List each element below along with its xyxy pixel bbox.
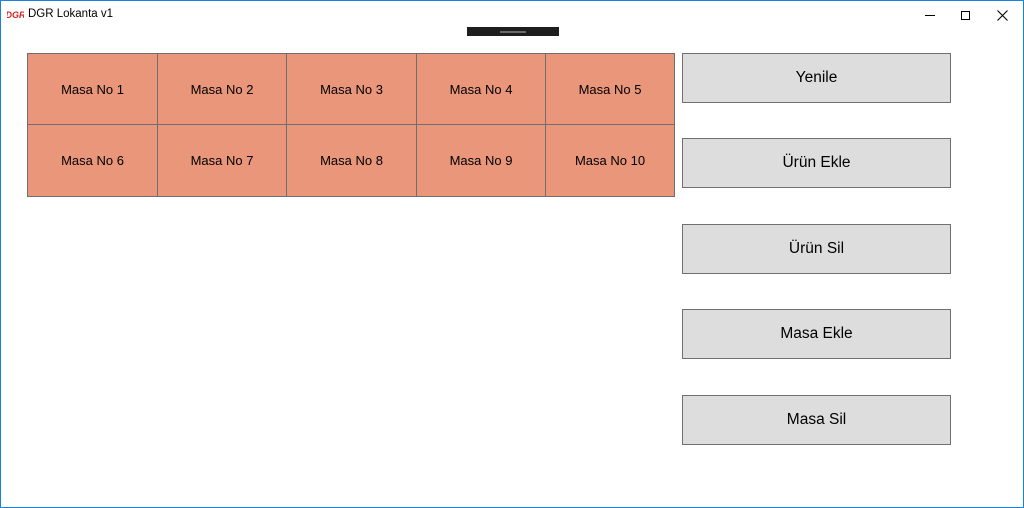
table-button-5[interactable]: Masa No 5 bbox=[545, 53, 675, 125]
debug-toolbar[interactable] bbox=[467, 27, 559, 36]
maximize-button[interactable] bbox=[942, 1, 988, 29]
grip-handle-icon[interactable] bbox=[500, 31, 526, 33]
add-product-button[interactable]: Ürün Ekle bbox=[682, 138, 951, 188]
minimize-button[interactable] bbox=[907, 1, 953, 29]
window-title: DGR Lokanta v1 bbox=[28, 8, 114, 20]
maximize-icon bbox=[960, 10, 970, 20]
table-button-2[interactable]: Masa No 2 bbox=[157, 53, 287, 125]
refresh-button[interactable]: Yenile bbox=[682, 53, 951, 103]
table-button-1[interactable]: Masa No 1 bbox=[27, 53, 158, 125]
table-button-7[interactable]: Masa No 7 bbox=[157, 124, 287, 197]
table-button-6[interactable]: Masa No 6 bbox=[27, 124, 158, 197]
title-bar[interactable]: DGR DGR Lokanta v1 bbox=[1, 1, 1023, 29]
table-button-4[interactable]: Masa No 4 bbox=[416, 53, 546, 125]
delete-table-button[interactable]: Masa Sil bbox=[682, 395, 951, 445]
table-button-9[interactable]: Masa No 9 bbox=[416, 124, 546, 197]
table-button-3[interactable]: Masa No 3 bbox=[286, 53, 417, 125]
svg-text:DGR: DGR bbox=[7, 10, 24, 20]
dgr-logo-icon: DGR bbox=[7, 7, 24, 21]
delete-product-button[interactable]: Ürün Sil bbox=[682, 224, 951, 274]
add-table-button[interactable]: Masa Ekle bbox=[682, 309, 951, 359]
close-icon bbox=[996, 9, 1008, 21]
minimize-icon bbox=[925, 14, 935, 16]
table-button-8[interactable]: Masa No 8 bbox=[286, 124, 417, 197]
table-grid: Masa No 1 Masa No 2 Masa No 3 Masa No 4 … bbox=[27, 53, 675, 197]
table-button-10[interactable]: Masa No 10 bbox=[545, 124, 675, 197]
close-button[interactable] bbox=[979, 1, 1024, 29]
